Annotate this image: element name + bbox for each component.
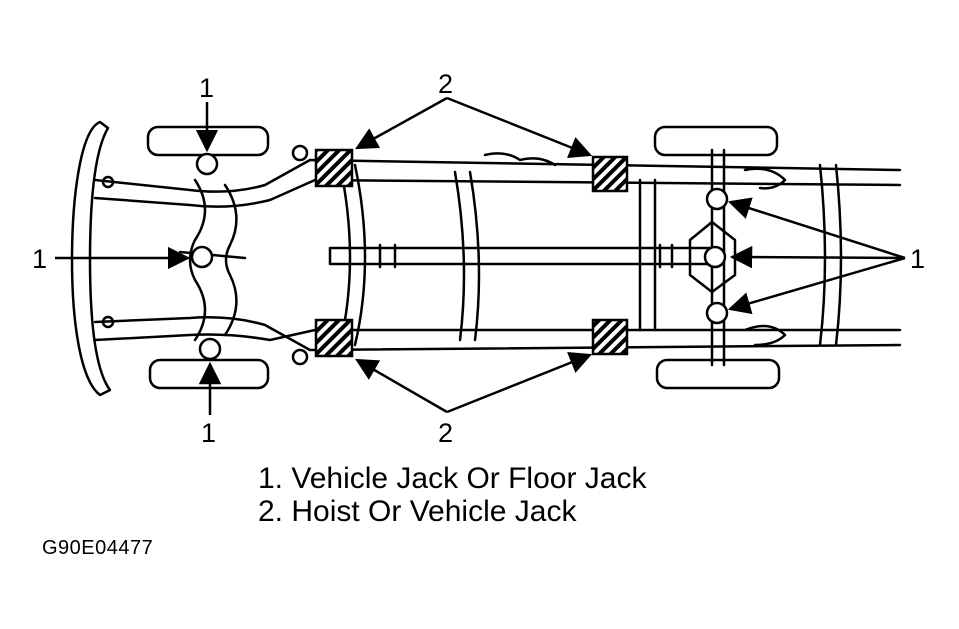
callout-top: 2 bbox=[438, 69, 453, 99]
callout-bottom: 2 bbox=[438, 418, 453, 448]
lift-point-rear-center bbox=[703, 245, 727, 269]
hoist-pad-front-upper bbox=[314, 148, 354, 188]
callout-left-mid: 1 bbox=[32, 244, 47, 274]
callout-left-top: 1 bbox=[199, 73, 214, 103]
hoist-pad-rear-upper bbox=[591, 155, 629, 193]
lift-point-front-left bbox=[195, 152, 219, 176]
legend: 1. Vehicle Jack Or Floor Jack 2. Hoist O… bbox=[258, 462, 646, 528]
arrow-right-upper bbox=[727, 197, 906, 260]
lift-point-rear-upper bbox=[705, 187, 729, 211]
figure-id: G90E04477 bbox=[42, 537, 154, 559]
front-bumper bbox=[70, 120, 112, 397]
arrow-bottom-left bbox=[355, 358, 448, 414]
lift-point-rear-lower bbox=[705, 301, 729, 325]
legend-item-1: 1. Vehicle Jack Or Floor Jack bbox=[258, 462, 647, 495]
hoist-pad-rear-lower bbox=[591, 318, 629, 356]
arrow-bottom-right bbox=[446, 352, 593, 414]
arrow-top-right bbox=[446, 96, 593, 158]
driveshaft bbox=[328, 246, 712, 266]
hoist-pad-front-lower bbox=[314, 318, 354, 358]
callout-right: 1 bbox=[910, 244, 925, 274]
legend-item-2: 2. Hoist Or Vehicle Jack bbox=[258, 495, 577, 528]
lift-point-front-right bbox=[198, 337, 222, 361]
lift-point-front-center bbox=[190, 245, 214, 269]
rear-right-wheel bbox=[655, 358, 781, 390]
frame-rail-upper bbox=[93, 158, 902, 193]
arrow-right-mid bbox=[729, 245, 906, 269]
arrow-right-lower bbox=[727, 256, 906, 315]
arrow-top-left bbox=[355, 96, 448, 150]
callout-left-bottom: 1 bbox=[201, 418, 216, 448]
rear-left-wheel bbox=[653, 125, 779, 157]
differential bbox=[688, 220, 737, 294]
